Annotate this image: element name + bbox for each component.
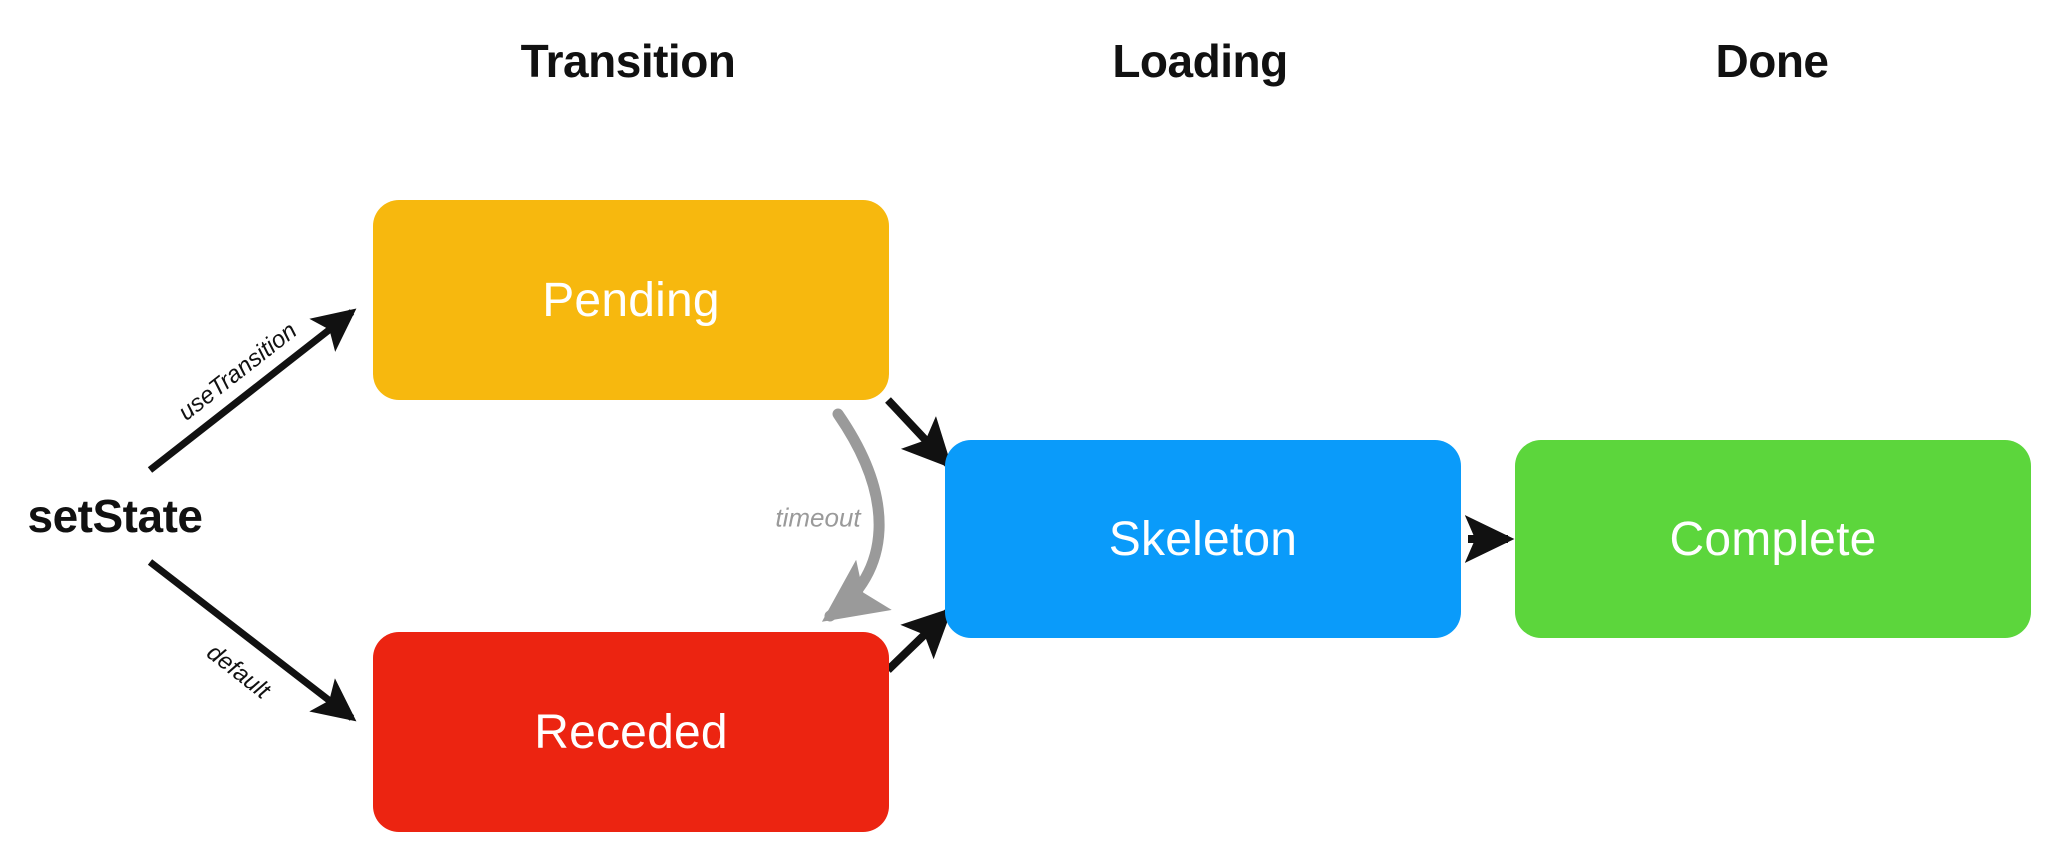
column-header-loading: Loading: [1112, 35, 1288, 87]
source-label-setstate: setState: [27, 490, 203, 542]
edge-pending-to-skeleton: [885, 397, 953, 469]
edge-label-usetransition: useTransition: [173, 317, 303, 427]
edge-label-timeout: timeout: [775, 502, 861, 533]
edge-label-default: default: [201, 638, 276, 705]
node-pending-label: Pending: [542, 273, 720, 327]
node-skeleton[interactable]: Skeleton: [945, 440, 1461, 638]
column-header-done: Done: [1715, 35, 1830, 87]
node-receded[interactable]: Receded: [373, 632, 889, 832]
node-receded-label: Receded: [534, 705, 728, 759]
edge-receded-to-skeleton: [885, 607, 953, 673]
node-pending[interactable]: Pending: [373, 200, 889, 400]
column-header-transition: Transition: [520, 35, 736, 87]
node-skeleton-label: Skeleton: [1108, 512, 1298, 566]
node-complete-label: Complete: [1669, 512, 1877, 566]
node-complete[interactable]: Complete: [1515, 440, 2031, 638]
edge-setstate-to-pending: [147, 308, 357, 473]
